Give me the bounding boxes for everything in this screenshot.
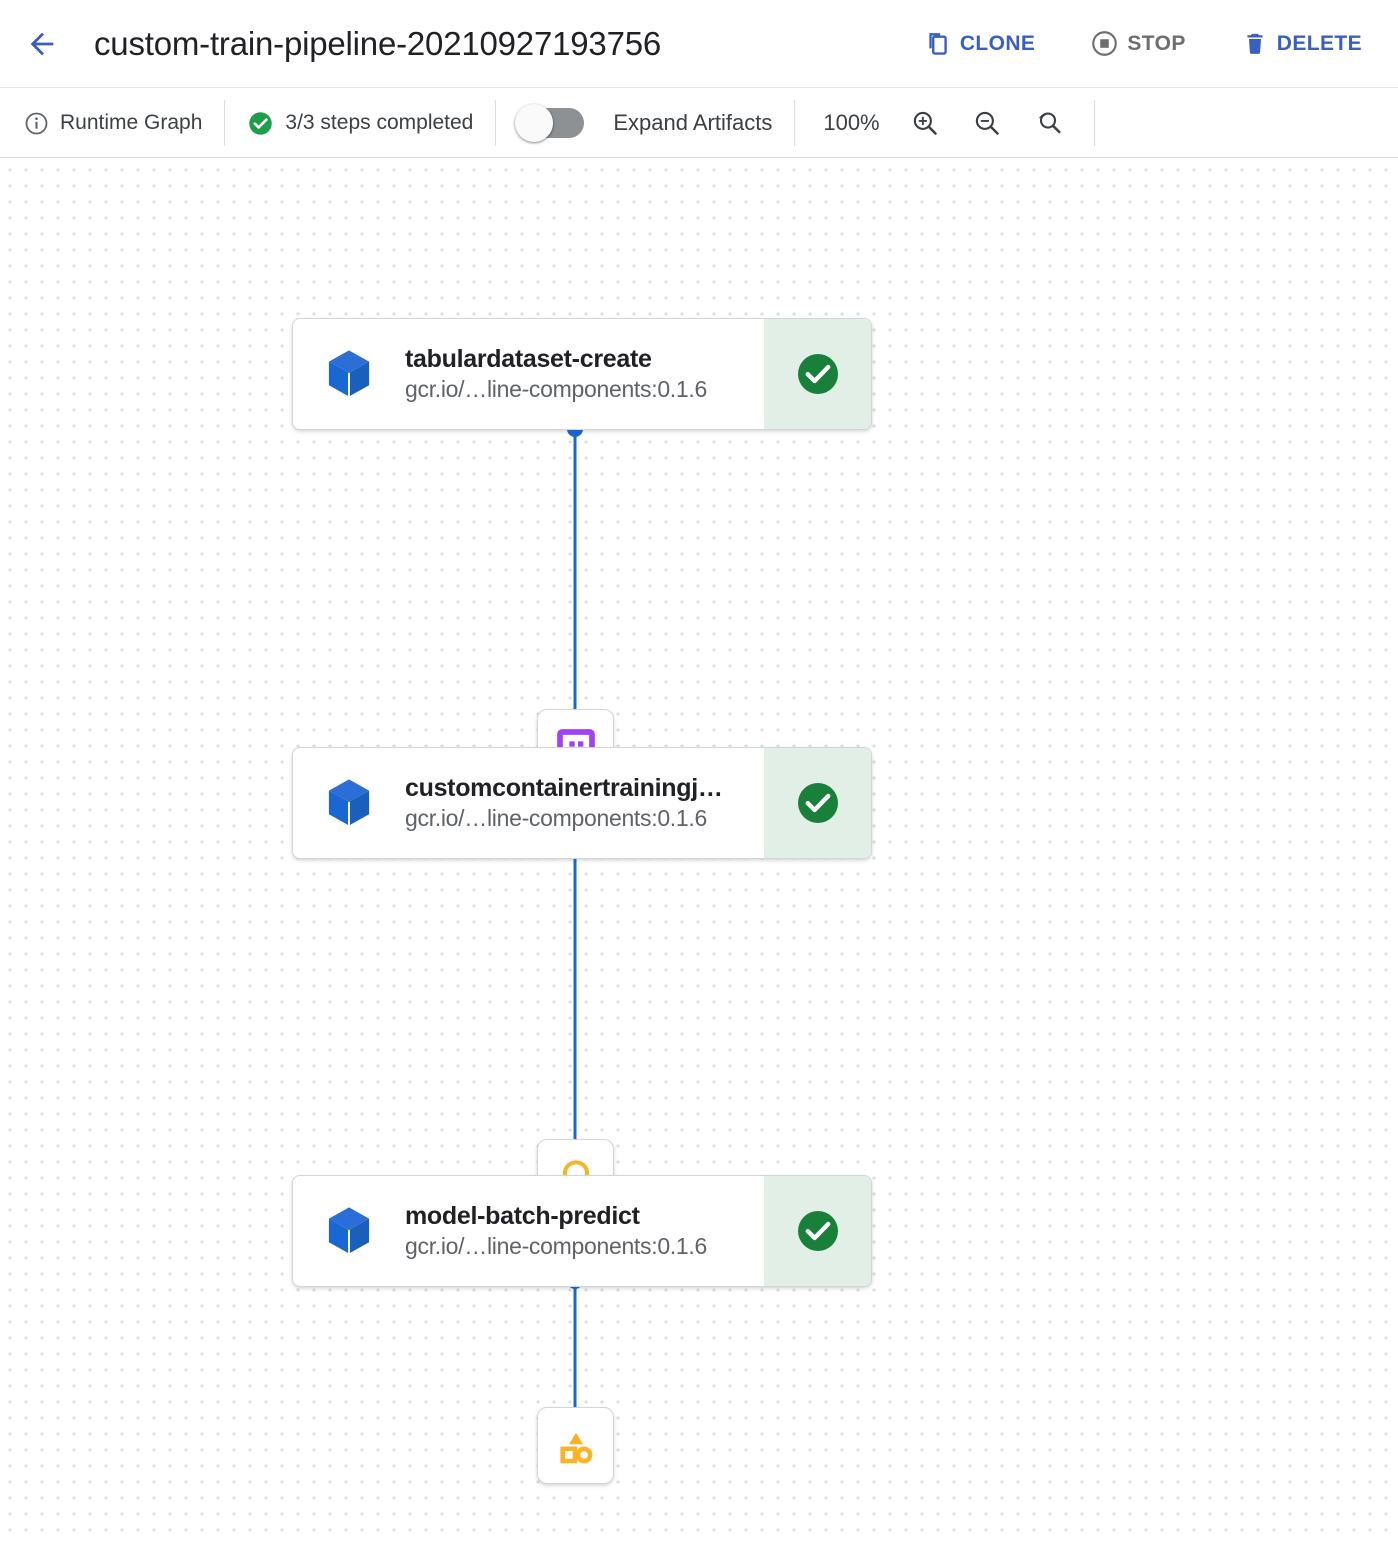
zoom-controls: 100%: [795, 89, 1093, 157]
node-text-block: customcontainertrainingj… gcr.io/…line-c…: [405, 748, 764, 858]
node-status-badge: [764, 319, 871, 429]
shapes-icon: [559, 1432, 592, 1463]
toggle-knob: [515, 104, 554, 142]
check-circle-icon: [249, 111, 273, 135]
artifact-node-batch-prediction[interactable]: [537, 1407, 614, 1484]
node-subtitle: gcr.io/…line-components:0.1.6: [405, 805, 707, 831]
arrow-back-icon: [30, 32, 54, 55]
cube-icon: [328, 350, 370, 397]
steps-status-label: 3/3 steps completed: [285, 111, 474, 134]
zoom-out-button[interactable]: [964, 100, 1010, 146]
toolbar-divider-3: [794, 100, 796, 146]
runtime-graph-selector[interactable]: Runtime Graph: [0, 89, 224, 157]
toolbar-divider-1: [224, 100, 226, 146]
toolbar-divider-2: [495, 100, 497, 146]
graph-toolbar: Runtime Graph 3/3 steps completed Expand…: [0, 89, 1398, 158]
node-text-block: model-batch-predict gcr.io/…line-compone…: [405, 1176, 764, 1286]
node-status-badge: [764, 1176, 871, 1286]
node-title: model-batch-predict: [405, 1202, 640, 1230]
stop-button[interactable]: STOP: [1091, 30, 1185, 57]
stop-circle-icon: [1092, 31, 1118, 56]
pipeline-graph-canvas[interactable]: tabulardataset-create gcr.io/…line-compo…: [0, 159, 1398, 1544]
node-title: customcontainertrainingj…: [405, 774, 723, 802]
node-icon-wrapper: [293, 1176, 405, 1286]
top-header-bar: custom-train-pipeline-20210927193756 CLO…: [0, 0, 1398, 88]
page-title: custom-train-pipeline-20210927193756: [94, 24, 662, 62]
node-subtitle: gcr.io/…line-components:0.1.6: [405, 1233, 707, 1259]
pipeline-node-customcontainertrainingjob[interactable]: customcontainertrainingj… gcr.io/…line-c…: [292, 747, 872, 859]
zoom-in-icon: [913, 111, 937, 135]
zoom-reset-icon: [1038, 112, 1061, 134]
runtime-graph-label: Runtime Graph: [60, 111, 203, 134]
header-actions: CLONE STOP DELETE: [925, 30, 1398, 57]
delete-label: DELETE: [1276, 31, 1362, 55]
zoom-reset-button[interactable]: [1026, 100, 1072, 146]
node-icon-wrapper: [293, 319, 405, 429]
node-title: tabulardataset-create: [405, 345, 652, 373]
zoom-level-label: 100%: [823, 110, 880, 135]
copy-icon: [929, 32, 947, 55]
toolbar-divider-4: [1093, 100, 1095, 146]
zoom-in-button[interactable]: [902, 100, 948, 146]
trash-icon: [1247, 33, 1263, 54]
check-circle-icon: [797, 783, 838, 823]
pipeline-node-model-batch-predict[interactable]: model-batch-predict gcr.io/…line-compone…: [292, 1175, 872, 1287]
expand-artifacts-control[interactable]: Expand Artifacts: [496, 89, 794, 157]
expand-artifacts-toggle[interactable]: [515, 104, 585, 142]
check-circle-icon: [797, 354, 838, 394]
zoom-out-icon: [975, 111, 999, 135]
back-button[interactable]: [18, 20, 66, 68]
check-circle-icon: [797, 1211, 838, 1251]
pipeline-node-tabulardataset-create[interactable]: tabulardataset-create gcr.io/…line-compo…: [292, 318, 872, 430]
node-status-badge: [764, 748, 871, 858]
cube-icon: [328, 779, 370, 826]
clone-button[interactable]: CLONE: [925, 31, 1036, 57]
node-text-block: tabulardataset-create gcr.io/…line-compo…: [405, 319, 764, 429]
delete-button[interactable]: DELETE: [1242, 31, 1362, 57]
steps-status: 3/3 steps completed: [225, 89, 495, 157]
expand-artifacts-label: Expand Artifacts: [613, 110, 773, 135]
cube-icon: [328, 1207, 370, 1254]
clone-label: CLONE: [959, 31, 1036, 55]
node-subtitle: gcr.io/…line-components:0.1.6: [405, 376, 707, 402]
stop-label: STOP: [1127, 31, 1186, 55]
node-icon-wrapper: [293, 748, 405, 858]
info-circle-icon: [25, 112, 48, 134]
